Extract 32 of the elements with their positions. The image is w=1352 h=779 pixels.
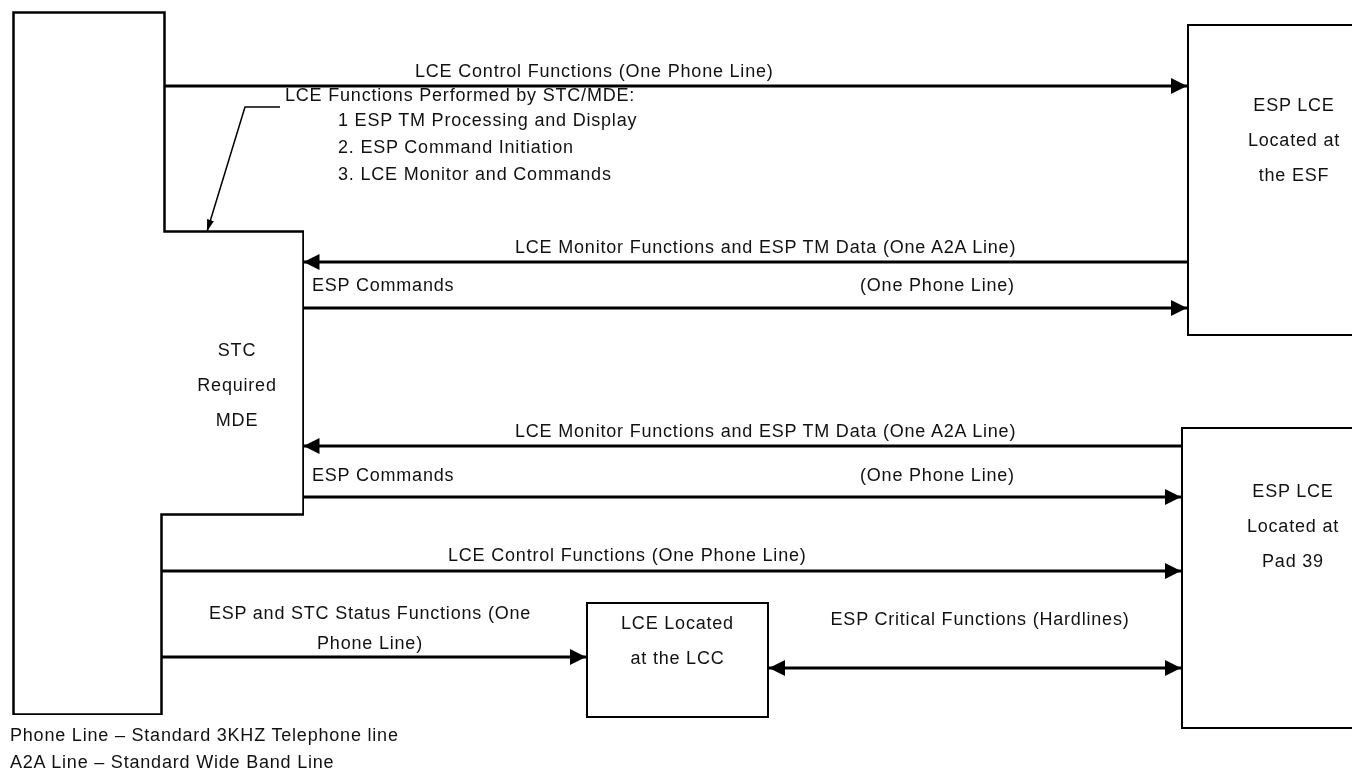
node-label: ESP LCE Located at Pad 39 [1245, 480, 1341, 573]
equipment-box [586, 602, 769, 718]
edge-label: ESP Commands [312, 274, 455, 296]
edge-label: LCE Monitor Functions and ESP TM Data (One A2A Line) [515, 420, 1017, 442]
node-label: LCE Located at the LCC [620, 612, 735, 670]
line-type-note: (One Phone Line) [860, 464, 1015, 486]
callout-list-item: 1 ESP TM Processing and Display [338, 109, 638, 131]
callout-list-item: 3. LCE Monitor and Commands [338, 163, 612, 185]
callout-heading: LCE Functions Performed by STC/MDE: [285, 84, 636, 106]
arrow [769, 660, 1181, 676]
callout-list-item: 2. ESP Command Initiation [338, 136, 574, 158]
node-label: ESP LCE Located at the ESF [1246, 94, 1342, 187]
arrow [303, 489, 1181, 505]
edge-label: ESP and STC Status Functions (One Phone Line) [207, 602, 533, 655]
note: A2A Line – Standard Wide Band Line [10, 751, 335, 773]
arrow [303, 300, 1187, 316]
node-label: STC Required MDE [196, 339, 278, 432]
arrow [303, 254, 1187, 270]
arrow [303, 438, 1181, 454]
edge-label: LCE Control Functions (One Phone Line) [448, 544, 807, 566]
edge-label: LCE Monitor Functions and ESP TM Data (One A2A Line) [515, 236, 1017, 258]
arrow [161, 649, 586, 665]
edge-label: ESP Critical Functions (Hardlines) [829, 608, 1131, 631]
arrow [164, 78, 1187, 94]
equipment-box [1181, 427, 1352, 729]
note: Phone Line – Standard 3KHZ Telephone line [10, 724, 399, 746]
line-type-note: (One Phone Line) [860, 274, 1015, 296]
edge-label: LCE Control Functions (One Phone Line) [415, 60, 774, 82]
leader-line [206, 106, 281, 233]
edge-label: ESP Commands [312, 464, 455, 486]
equipment-box [1187, 24, 1352, 336]
arrow [161, 563, 1181, 579]
